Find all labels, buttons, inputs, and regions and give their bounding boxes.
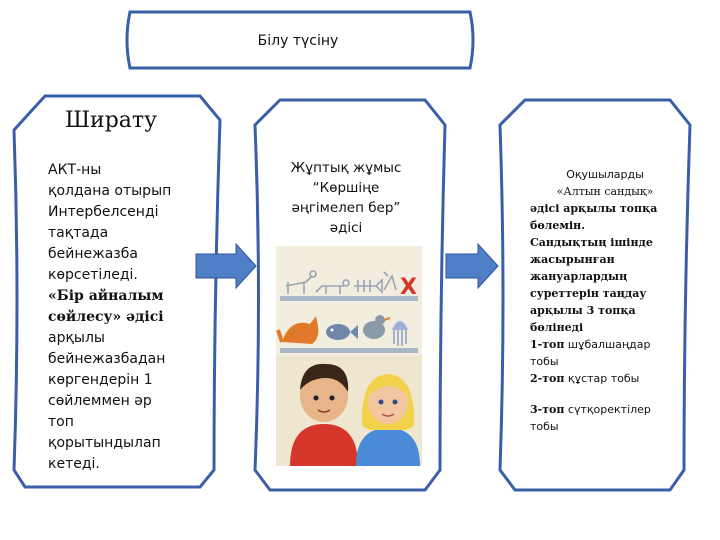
box1-line: қорытындылап [48,435,161,451]
box1-line: сөйлеммен әр [48,393,152,409]
arrow-right-2 [445,242,499,290]
box3-line: әдісі арқылы топқа [530,202,658,215]
box1-line: көрсетіледі. [48,267,138,283]
box3-line: бөлемін. [530,219,586,232]
skeleton-rat-icon [315,279,350,294]
box1-line: арқылы [48,330,105,346]
box1-line: көргендерін 1 [48,372,153,388]
box2-line: әдісі [329,220,363,236]
group-3-text: сүтқоректілер [564,403,651,416]
box1-line: сөйлесу» әдісі [48,309,164,325]
box1-line: Интербелсенді [48,204,159,220]
box2-line: “Көршіңе [312,180,380,196]
bird-icon [363,315,391,339]
box3-line: жасырынған [530,253,615,266]
box1-heading: Ширату [64,108,158,133]
jellyfish-icon [392,321,408,346]
shelf-bottom [280,348,418,353]
box3-line: бөлінеді [530,321,584,334]
fox-icon [276,316,319,344]
box1-line: бейнежазба [48,246,138,262]
arrow-right-1 [195,242,257,290]
box1-frame [12,94,222,489]
box1-line: бейнежазбадан [48,351,166,367]
box1-line: «Бір айналым [48,288,164,304]
fish-icon [326,324,358,340]
box1-line: АКТ-ны [48,162,102,178]
box1-line: топ [48,414,74,430]
box1-line: тақтада [48,225,109,241]
box1-body: АКТ-ны қолдана отырып Интербелсенді тақтад… [48,160,198,475]
girl-icon [356,374,420,466]
box2-text: Жұптық жұмыс “Көршіңе әңгімелеп бер” әді… [276,158,416,238]
group-2-line: 2-топ құстар тобы [530,370,680,387]
group-1-text: шұбалшаңдар [564,338,651,351]
skeleton-bird-icon [383,271,397,291]
box3-line: жануарлардың [530,270,628,283]
box3-line: суреттерін таңдау [530,287,647,300]
group-1-tail: тобы [530,355,559,368]
title-text: Білу түсіну [257,33,339,49]
boy-icon [290,363,358,466]
red-x-mark: X [400,275,417,300]
box1-line: кетеді. [48,456,100,472]
skeleton-fish-icon [354,278,383,294]
box3-line: арқылы 3 топқа [530,304,636,317]
group-3-tail: тобы [530,420,559,433]
group-2-text: құстар тобы [564,372,640,385]
illustration-animals-children: X [276,246,422,466]
box1-line: қолдана отырып [48,183,172,199]
box3-line: Сандықтың ішінде [530,236,653,249]
box3-line: Оқушыларды [566,168,644,181]
group-1-line: 1-топ шұбалшаңдар [530,336,680,353]
group-3-line: 3-топ сүтқоректілер [530,401,680,418]
box3-body: Оқушыларды «Алтын сандық» әдісі арқылы т… [530,166,680,435]
box3-frame [498,98,692,492]
box2-line: әңгімелеп бер” [291,200,401,216]
title-box [125,10,475,70]
box2-line: Жұптық жұмыс [290,160,402,176]
group-3-label: 3-топ [530,403,565,416]
box3-line: «Алтын сандық» [556,185,654,198]
group-2-label: 2-топ [530,372,565,385]
shelf-top [280,296,418,301]
group-1-label: 1-топ [530,338,565,351]
skeleton-cat-icon [285,270,317,294]
